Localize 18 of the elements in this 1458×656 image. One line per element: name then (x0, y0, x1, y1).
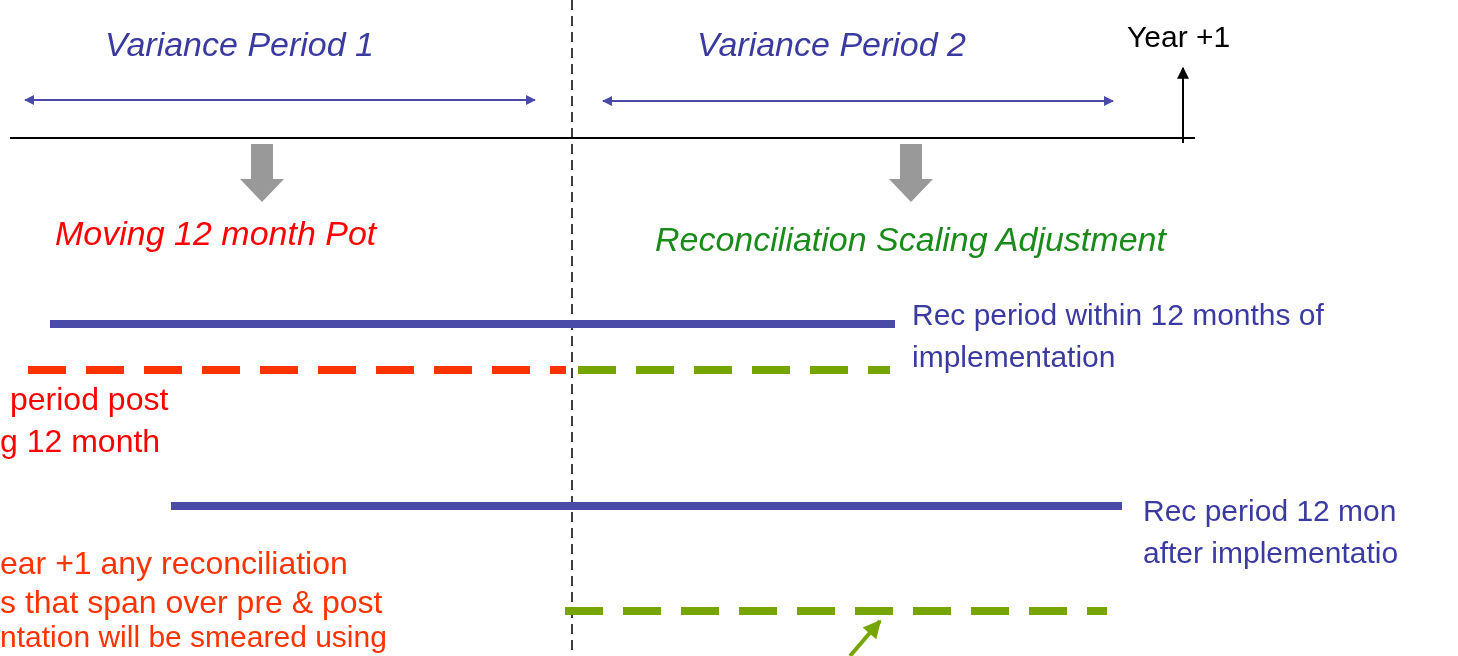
note-text: s that span over pre & post (0, 585, 384, 619)
dashed-bar (578, 366, 890, 374)
note-text: ear +1 any reconciliation (0, 546, 349, 580)
timeline-bar (50, 320, 895, 328)
note-text: period post (10, 382, 170, 416)
dashed-bar (28, 366, 566, 374)
timeline-bar (171, 502, 1122, 510)
section-heading: Moving 12 month Pot (55, 216, 379, 250)
period-heading: Variance Period 1 (105, 27, 375, 61)
year-label: Year +1 (1127, 20, 1232, 54)
bar-caption: Rec period 12 mon after implementatio (1143, 493, 1400, 571)
note-text: g 12 month (0, 424, 162, 458)
leader-line (848, 619, 882, 656)
note-text: ntation will be smeared using (0, 620, 388, 654)
dashed-bar (565, 607, 1107, 615)
section-heading: Reconciliation Scaling Adjustment (655, 222, 1168, 256)
period-heading: Variance Period 2 (697, 27, 967, 61)
bar-caption: Rec period within 12 months of implementation (912, 297, 1325, 375)
